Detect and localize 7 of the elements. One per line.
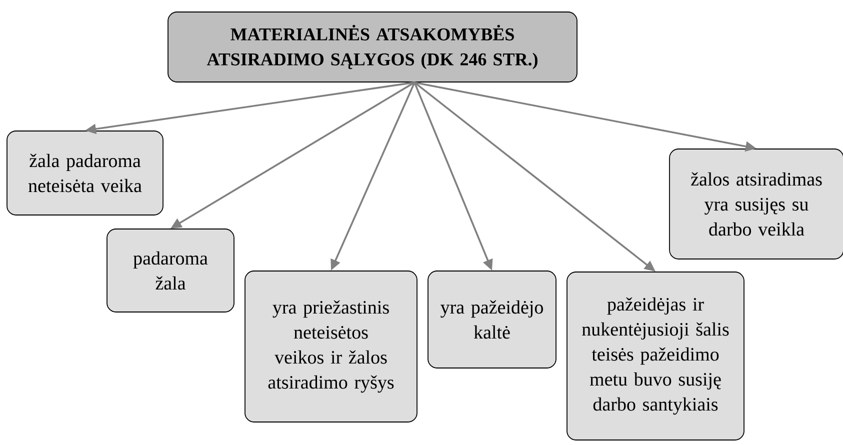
- condition-box: yra priežastinis neteisėtos veikos ir žalos atsiradimo ryšys: [244, 270, 418, 422]
- condition-box: yra pažeidėjo kaltė: [428, 270, 556, 368]
- condition-box: pažeidėjas ir nukentėjusioji šalis teisės pažeidimo metu buvo susiję darbo santykiais: [566, 272, 744, 440]
- condition-box: žala padaroma neteisėta veika: [6, 130, 164, 216]
- title-box: MATERIALINĖS ATSAKOMYBĖS ATSIRADIMO SĄLYGOS (DK 246 STR.): [168, 12, 578, 82]
- condition-box: žalos atsiradimas yra susijęs su darbo veikla: [669, 148, 843, 260]
- condition-box: padaroma žala: [106, 228, 234, 312]
